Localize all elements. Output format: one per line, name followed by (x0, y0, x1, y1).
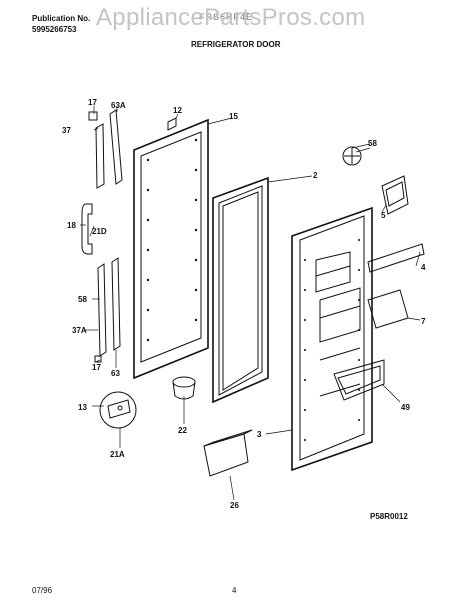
butter-door (381, 175, 409, 215)
part-label: 37A (72, 326, 87, 335)
part-label: 37 (62, 126, 71, 135)
watermark: AppliancePartsPros.com (96, 4, 366, 31)
part-label: 4 (421, 263, 426, 272)
part-label: 15 (229, 112, 238, 121)
part-label: 49 (401, 403, 410, 412)
part-label: 26 (230, 501, 239, 510)
section-title: REFRIGERATOR DOOR (191, 40, 281, 49)
part-label: 17 (88, 98, 97, 107)
part-label: 21D (92, 227, 107, 236)
part-label: 63A (111, 101, 126, 110)
part-label: 5 (381, 211, 386, 220)
door-liner-frame (133, 118, 209, 380)
model-number: FRS6HF4E (199, 12, 254, 22)
part-label: 2 (313, 171, 318, 180)
part-label: 22 (178, 426, 187, 435)
screw-detail (342, 146, 362, 166)
part-label: 7 (421, 317, 426, 326)
part-label: 58 (368, 139, 377, 148)
door-trim-upper (88, 109, 123, 189)
door-panel (291, 206, 373, 472)
shelf-rail (367, 243, 425, 273)
part-label: 18 (67, 221, 76, 230)
part-label: 58 (78, 295, 87, 304)
door-gasket (212, 176, 269, 404)
part-label: 13 (78, 403, 87, 412)
publication-label: Publication No. (32, 14, 91, 23)
leader-lines (80, 106, 421, 501)
part-label: 21A (110, 450, 125, 459)
crisper-bin (203, 429, 253, 477)
door-bin (333, 359, 385, 401)
part-label: 63 (111, 369, 120, 378)
publication-number: 5995266753 (32, 25, 77, 34)
hinge-detail (99, 391, 137, 429)
part-label: 12 (173, 106, 182, 115)
door-trim-lower (94, 257, 121, 363)
dairy-door (367, 289, 409, 329)
part-label: 3 (257, 430, 262, 439)
print-date: 07/96 (32, 586, 53, 595)
door-stop (172, 376, 196, 400)
door-handle (81, 203, 93, 255)
figure-code: P58R0012 (370, 512, 408, 521)
part-label: 17 (92, 363, 101, 372)
hinge-plug (167, 117, 177, 131)
part-labels: 17 63A 12 15 37 58 2 18 21D 5 4 58 7 37A… (62, 98, 426, 510)
page-number: 4 (232, 586, 237, 595)
